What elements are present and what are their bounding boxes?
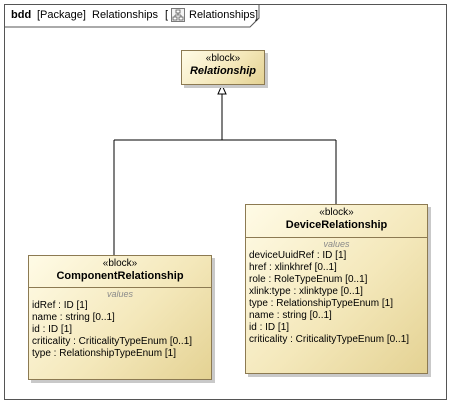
- attribute-type: : ID [1]: [314, 250, 347, 261]
- attribute-list: idRef : ID [1] name : string [0..1] id :…: [29, 300, 211, 360]
- block-stereotype: «block»: [102, 258, 138, 269]
- attribute-row[interactable]: criticality : CriticalityTypeEnum [0..1]: [29, 336, 211, 348]
- frame-header: bdd [Package] Relationships [ Relationsh…: [5, 5, 260, 28]
- attribute-type: : RelationshipTypeEnum [1]: [267, 298, 393, 309]
- compartment-divider: [246, 237, 427, 238]
- attribute-name: name: [249, 310, 275, 321]
- diagram-icon: [171, 8, 185, 22]
- attribute-name: type: [32, 348, 51, 359]
- attribute-name: deviceUuidRef: [249, 250, 315, 261]
- diagram-kind: bdd: [11, 9, 32, 21]
- block-relationship[interactable]: «block» Relationship: [181, 50, 265, 85]
- attribute-name: href: [249, 262, 267, 273]
- attribute-row[interactable]: href : xlinkhref [0..1]: [246, 262, 427, 274]
- attribute-name: criticality: [32, 336, 71, 347]
- attribute-type: : ID [1]: [39, 324, 73, 335]
- block-name: ComponentRelationship: [56, 270, 184, 282]
- close-bracket: ]: [255, 9, 259, 21]
- compartment-label: values: [323, 239, 350, 249]
- attribute-type: : RoleTypeEnum [0..1]: [265, 274, 368, 285]
- block-name: Relationship: [189, 65, 256, 77]
- attribute-row[interactable]: idRef : ID [1]: [29, 300, 211, 312]
- block-device-relationship[interactable]: «block» DeviceRelationship values device…: [245, 204, 428, 374]
- attribute-row[interactable]: name : string [0..1]: [29, 312, 211, 324]
- attribute-name: criticality: [249, 334, 288, 345]
- attribute-type: : string [0..1]: [57, 312, 115, 323]
- attribute-type: : CriticalityTypeEnum [0..1]: [287, 334, 410, 345]
- attribute-type: : xlinkhref [0..1]: [266, 262, 337, 273]
- compartment-divider: [29, 287, 211, 288]
- diagram-owner-name: Relationships: [92, 9, 159, 21]
- attribute-row[interactable]: role : RoleTypeEnum [0..1]: [246, 274, 427, 286]
- attribute-type: : string [0..1]: [274, 310, 332, 321]
- attribute-type: : RelationshipTypeEnum [1]: [50, 348, 176, 359]
- block-stereotype: «block»: [319, 207, 354, 218]
- attribute-row[interactable]: xlink:type : xlinktype [0..1]: [246, 286, 427, 298]
- attribute-name: xlink:type: [249, 286, 291, 297]
- attribute-row[interactable]: type : RelationshipTypeEnum [1]: [29, 348, 211, 360]
- attribute-row[interactable]: name : string [0..1]: [246, 310, 427, 322]
- open-bracket: [: [165, 9, 169, 21]
- attribute-name: name: [32, 312, 58, 323]
- attribute-name: role: [249, 274, 266, 285]
- attribute-row[interactable]: id : ID [1]: [246, 322, 427, 334]
- attribute-row[interactable]: type : RelationshipTypeEnum [1]: [246, 298, 427, 310]
- attribute-name: id: [249, 322, 257, 333]
- attribute-name: id: [32, 324, 40, 335]
- block-stereotype: «block»: [205, 53, 241, 64]
- diagram-frame: bdd [Package] Relationships [ Relationsh…: [4, 4, 447, 400]
- attribute-name: idRef: [32, 300, 56, 311]
- block-name: DeviceRelationship: [285, 219, 388, 231]
- attribute-type: : CriticalityTypeEnum [0..1]: [70, 336, 193, 347]
- compartment-label: values: [106, 289, 133, 299]
- diagram-owner-type: [Package]: [37, 9, 86, 21]
- diagram-name: Relationships: [189, 9, 256, 21]
- frame-header-tab: [5, 5, 260, 28]
- attribute-list: deviceUuidRef : ID [1] href : xlinkhref …: [246, 250, 427, 346]
- generalization-arrow[interactable]: [217, 83, 227, 140]
- attribute-type: : ID [1]: [256, 322, 290, 333]
- attribute-type: : ID [1]: [55, 300, 88, 311]
- attribute-row[interactable]: id : ID [1]: [29, 324, 211, 336]
- attribute-type: : xlinktype [0..1]: [290, 286, 363, 297]
- attribute-name: type: [249, 298, 268, 309]
- attribute-row[interactable]: deviceUuidRef : ID [1]: [246, 250, 427, 262]
- block-component-relationship[interactable]: «block» ComponentRelationship values idR…: [28, 255, 212, 380]
- attribute-row[interactable]: criticality : CriticalityTypeEnum [0..1]: [246, 334, 427, 346]
